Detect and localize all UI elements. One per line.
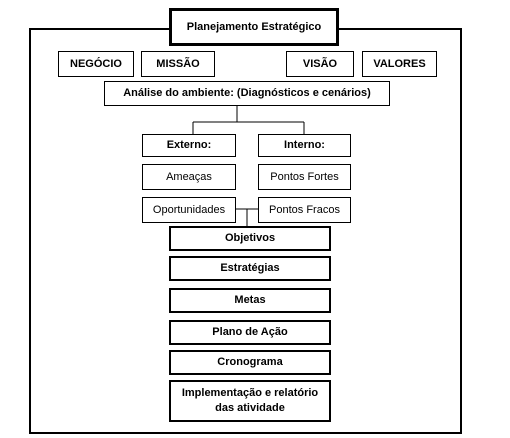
pontos-fortes-box: Pontos Fortes — [258, 164, 351, 190]
cronograma-box: Cronograma — [169, 350, 331, 375]
missao-box: MISSÃO — [141, 51, 215, 77]
negocio-box: NEGÓCIO — [58, 51, 134, 77]
external-header-box: Externo: — [142, 134, 236, 157]
valores-box: VALORES — [362, 51, 437, 77]
metas-box: Metas — [169, 288, 331, 313]
internal-header-box: Interno: — [258, 134, 351, 157]
ameacas-box: Ameaças — [142, 164, 236, 190]
objetivos-box: Objetivos — [169, 226, 331, 251]
estrategias-box: Estratégias — [169, 256, 331, 281]
visao-box: VISÃO — [286, 51, 354, 77]
title-box: Planejamento Estratégico — [169, 8, 339, 46]
analysis-box: Análise do ambiente: (Diagnósticos e cen… — [104, 81, 390, 106]
title-text: Planejamento Estratégico — [186, 20, 322, 33]
plano-de-acao-box: Plano de Ação — [169, 320, 331, 345]
pontos-fracos-box: Pontos Fracos — [258, 197, 351, 223]
oportunidades-box: Oportunidades — [142, 197, 236, 223]
implementacao-box: Implementação e relatório das atividade — [169, 380, 331, 422]
